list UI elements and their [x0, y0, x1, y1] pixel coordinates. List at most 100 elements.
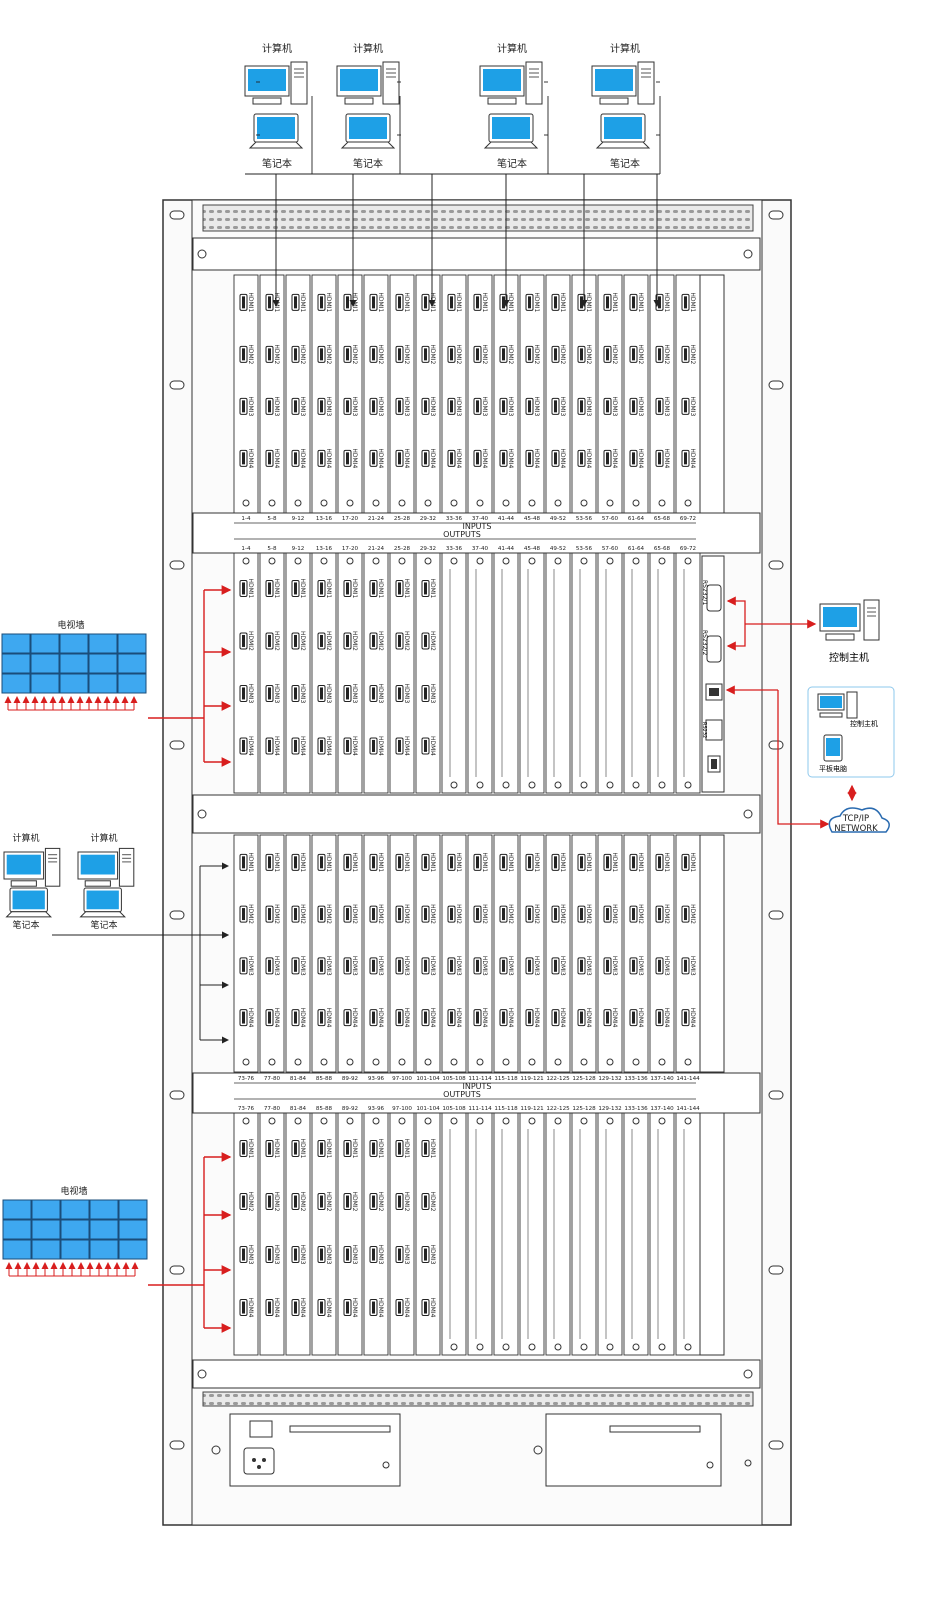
hdmi-port-core [502, 1011, 505, 1024]
power-supply-2 [533, 1413, 752, 1487]
hdmi-label: HDMI1 [273, 1139, 280, 1159]
hdmi-label: HDMI1 [351, 578, 358, 598]
card-screw [658, 781, 666, 789]
hdmi-label: HDMI3 [273, 396, 280, 416]
rs232-2-label: RS232/2 [701, 630, 708, 655]
hdmi-port-core [268, 452, 271, 465]
output-range-label: 45-48 [524, 546, 541, 552]
hdmi-label: HDMI3 [455, 396, 462, 416]
hdmi-port-core [320, 1301, 323, 1314]
hdmi-port-core [554, 348, 557, 361]
hdmi-port-core [268, 1301, 271, 1314]
hdmi-label: HDMI2 [455, 904, 462, 924]
wall-screen [30, 653, 60, 674]
hdmi-label: HDMI4 [351, 736, 358, 756]
input-range-label: 5-8 [267, 516, 277, 522]
mounting-rail [192, 1359, 761, 1389]
hdmi-port-core [632, 959, 635, 972]
tower-icon [525, 61, 543, 105]
hdmi-port-core [242, 348, 245, 361]
hdmi-port-core [580, 908, 583, 921]
hdmi-label: HDMI1 [299, 578, 306, 598]
output-range-label: 33-36 [446, 546, 463, 552]
hdmi-port-core [424, 908, 427, 921]
hdmi-port-core [320, 856, 323, 869]
hdmi-port-core [580, 400, 583, 413]
card-screw [476, 1117, 484, 1125]
rs232-terminal[interactable] [705, 719, 723, 741]
hdmi-label: HDMI3 [403, 683, 410, 703]
output-range-label: 37-40 [472, 546, 489, 552]
laptop-label: 笔记本 [610, 157, 640, 170]
hdmi-port-core [346, 1011, 349, 1024]
input-range-label: 93-96 [368, 1076, 385, 1082]
hdmi-port-core [268, 687, 271, 700]
tower-icon [382, 61, 400, 105]
label-band [192, 1072, 761, 1114]
card-screw [684, 1343, 692, 1351]
input-range-label: 111-114 [468, 1076, 492, 1082]
card-screw [580, 1117, 588, 1125]
hdmi-port-core [372, 856, 375, 869]
mounting-rail [192, 237, 761, 271]
card-screw [320, 1058, 328, 1066]
outputs-label: OUTPUTS [443, 1090, 481, 1099]
hdmi-label: HDMI1 [325, 852, 332, 872]
card-screw [554, 499, 562, 507]
card-screw [554, 781, 562, 789]
wall-screen [31, 1239, 61, 1260]
laptop-base [5, 911, 53, 918]
hdmi-port-core [606, 1011, 609, 1024]
laptop-screen [492, 117, 530, 139]
rs232-port-2[interactable] [706, 635, 722, 663]
card-slot [571, 552, 597, 794]
wall-screen [30, 673, 60, 694]
hdmi-port-core [294, 348, 297, 361]
hdmi-port-core [424, 348, 427, 361]
hdmi-port-core [346, 452, 349, 465]
hdmi-port-core [528, 400, 531, 413]
card-screw [554, 1117, 562, 1125]
output-range-label: 97-100 [392, 1106, 412, 1112]
hdmi-port-core [424, 582, 427, 595]
hdmi-label: HDMI2 [351, 344, 358, 364]
card-screw [320, 499, 328, 507]
hdmi-port-core [398, 400, 401, 413]
output-range-label: 73-76 [238, 1106, 255, 1112]
hdmi-label: HDMI1 [247, 852, 254, 872]
rs232-port-1[interactable] [706, 584, 722, 612]
hdmi-port-core [476, 1011, 479, 1024]
hdmi-port-core [346, 1248, 349, 1261]
hdmi-label: HDMI3 [455, 956, 462, 976]
hdmi-port-core [242, 856, 245, 869]
hdmi-label: HDMI1 [429, 578, 436, 598]
hdmi-label: HDMI4 [299, 736, 306, 756]
hdmi-label: HDMI1 [377, 578, 384, 598]
card-slot [597, 274, 623, 514]
remote-box: 控制主机 平板电脑 [807, 686, 895, 778]
wall-screen [117, 673, 147, 694]
hdmi-port-core [450, 296, 453, 309]
card-slot [233, 834, 259, 1073]
hdmi-label: HDMI2 [403, 344, 410, 364]
output-range-label: 61-64 [628, 546, 645, 552]
card-screw [580, 557, 588, 565]
hdmi-port-core [398, 687, 401, 700]
card-screw [632, 781, 640, 789]
hdmi-label: HDMI1 [455, 292, 462, 312]
hdmi-port-core [424, 687, 427, 700]
hdmi-label: HDMI4 [481, 448, 488, 468]
hdmi-port-core [398, 739, 401, 752]
input-range-label: 85-88 [316, 1076, 333, 1082]
input-range-label: 25-28 [394, 516, 411, 522]
hdmi-label: HDMI3 [247, 956, 254, 976]
hdmi-port-core [554, 296, 557, 309]
hdmi-label: HDMI4 [403, 1298, 410, 1318]
hdmi-label: HDMI3 [689, 396, 696, 416]
card-screw [606, 1117, 614, 1125]
card-slot [649, 834, 675, 1073]
hdmi-label: HDMI3 [299, 396, 306, 416]
hdmi-port-core [242, 739, 245, 752]
hdmi-port-core [502, 959, 505, 972]
hdmi-port-core [502, 452, 505, 465]
